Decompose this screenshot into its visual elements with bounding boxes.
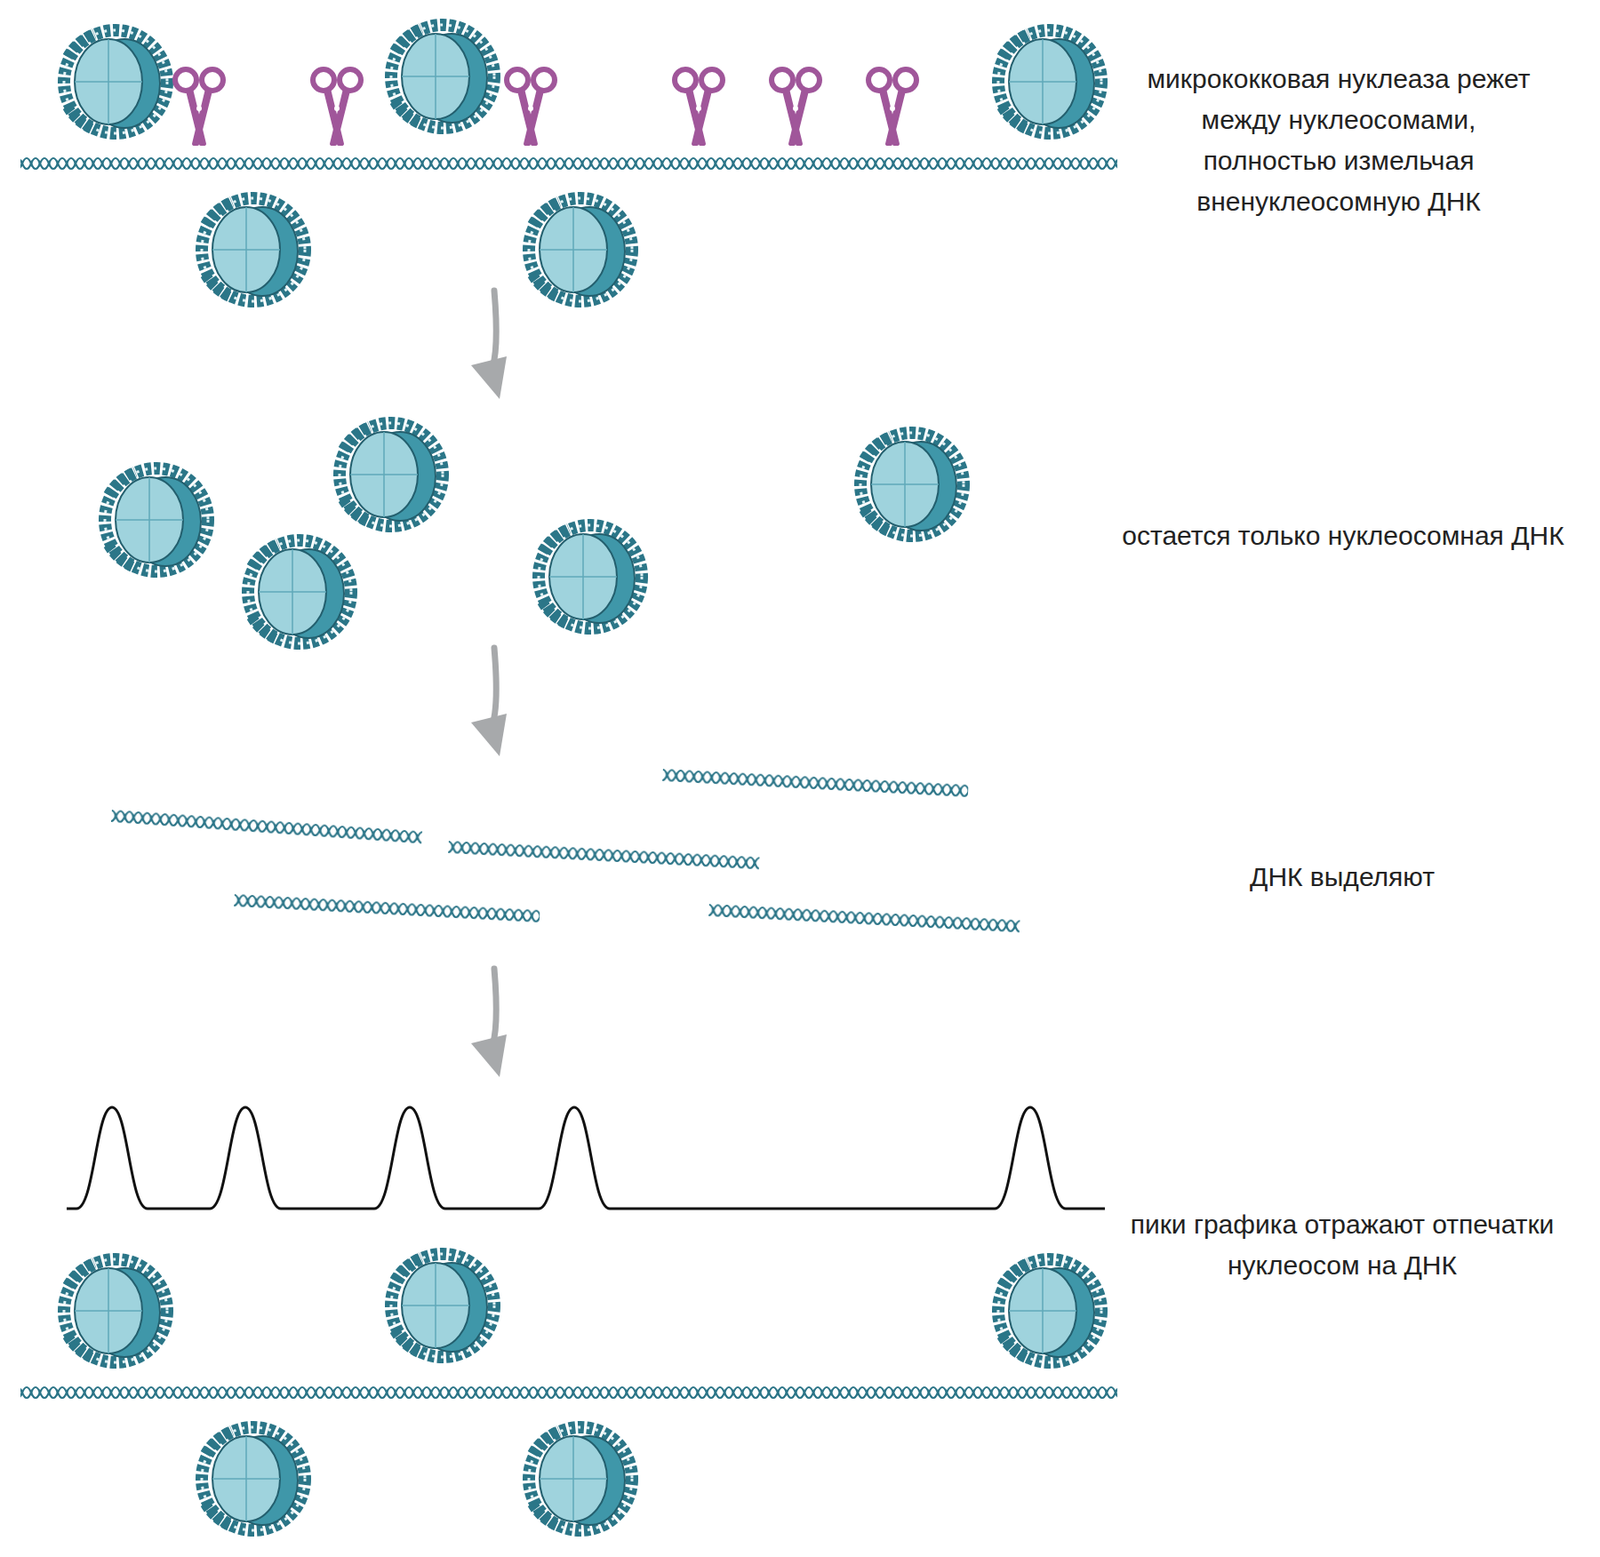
step-arrow [471, 968, 507, 1078]
step-caption: пики графика отражают отпечатки нуклеосо… [1128, 1204, 1556, 1287]
free-nucleosomes [104, 423, 964, 644]
dna-fragments [111, 768, 1021, 934]
step-caption: остается только нуклеосомная ДНК [1091, 515, 1595, 557]
scissors [175, 69, 917, 144]
step-caption: ДНК выделяют [1164, 856, 1520, 898]
step-arrow [471, 648, 507, 757]
chromatin-bottom [20, 1254, 1118, 1531]
step-caption: микрококковая нуклеаза режет между нукле… [1143, 58, 1535, 223]
step-arrow [471, 290, 507, 400]
coverage-peaks [66, 1107, 1105, 1209]
chromatin-top [20, 24, 1118, 302]
